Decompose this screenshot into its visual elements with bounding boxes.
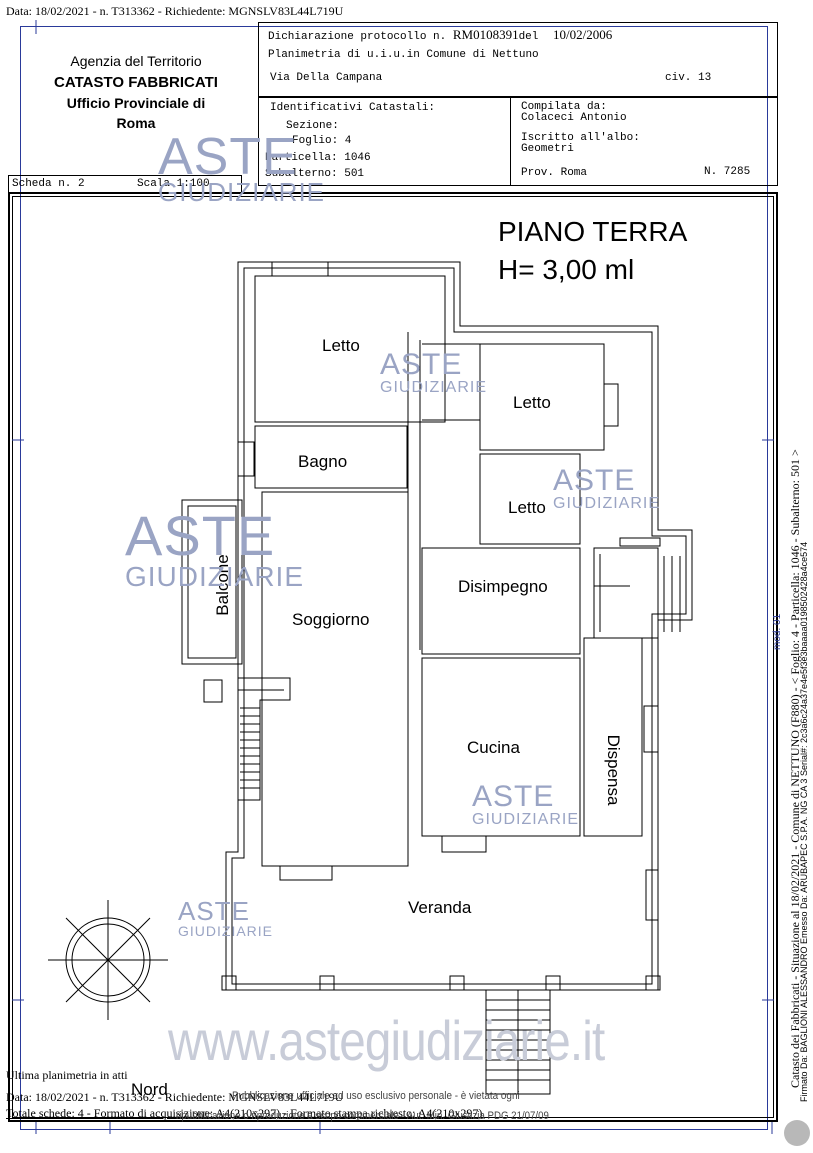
identifiers-divider <box>510 96 511 186</box>
protocol-number: RM0108391 <box>452 27 519 42</box>
north-compass <box>48 900 168 1020</box>
subalterno: Subalterno: 501 <box>265 168 365 180</box>
watermark-site: www.astegiudiziarie.it <box>168 1009 605 1072</box>
address: Via Della Campana <box>270 72 383 84</box>
plan-frame-inner <box>12 196 774 1118</box>
seal-icon <box>784 1120 810 1146</box>
catasto-fabbricati: CATASTO FABBRICATI <box>54 74 218 91</box>
albo-name: Geometri <box>521 143 574 155</box>
watermark-aste-5: ASTE GIUDIZIARIE <box>472 780 580 828</box>
totale-schede: Totale schede: 4 - Formato di acquisizio… <box>6 1106 483 1120</box>
room-soggiorno: Soggiorno <box>292 610 370 629</box>
ufficio-provinciale: Ufficio Provinciale di <box>66 95 206 111</box>
register-number: N. 7285 <box>704 166 751 178</box>
room-letto-2: Letto <box>513 393 551 412</box>
plan-height: H= 3,00 ml <box>498 254 635 285</box>
watermark-aste-1: ASTE GIUDIZIARIE <box>158 128 326 207</box>
planimetria-line: Planimetria di u.i.u.in Comune di Nettun… <box>268 49 539 61</box>
publication-notice-1: Pubblicazione ufficiale ad uso esclusivo… <box>232 1090 520 1102</box>
watermark-aste-6: ASTE GIUDIZIARIE <box>178 896 274 939</box>
sheet-frame <box>20 26 768 1130</box>
watermark-aste-4: ASTE GIUDIZIARIE <box>553 464 661 512</box>
identifiers-box <box>258 96 778 186</box>
side-firmato-text: Firmato Da: BAGLIONI ALESSANDRO Emesso D… <box>799 541 809 1102</box>
del-label: del <box>518 31 539 43</box>
compiler-name: Colaceci Antonio <box>521 112 627 124</box>
agency-block: Agenzia del Territorio CATASTO FABBRICAT… <box>20 50 252 134</box>
bottom-request-line: Data: 18/02/2021 - n. T313362 - Richiede… <box>6 1090 344 1104</box>
agency-name: Agenzia del Territorio <box>70 53 202 69</box>
protocol-box <box>258 22 778 98</box>
scale: Scala 1:100 <box>137 178 210 190</box>
watermark-aste-3: ASTE GIUDIZIARIE <box>125 504 305 592</box>
room-dispensa: Dispensa <box>604 734 623 806</box>
plan-title: PIANO TERRA <box>498 216 688 247</box>
sezione: Sezione: <box>286 120 339 132</box>
ufficio-city: Roma <box>116 115 156 131</box>
room-bagno: Bagno <box>298 452 348 471</box>
compilata-label: Compilata da: <box>521 101 607 113</box>
civic-number: civ. 13 <box>665 72 712 84</box>
particella: Particella: 1046 <box>265 152 371 164</box>
foglio: Foglio: 4 <box>292 135 352 147</box>
iscritto-label: Iscritto all'albo: <box>521 132 640 144</box>
scheda-number: Scheda n. 2 <box>12 178 85 190</box>
ultima-planimetria: Ultima planimetria in atti <box>6 1068 128 1082</box>
room-letto-3: Letto <box>508 498 546 517</box>
room-disimpegno: Disimpegno <box>458 577 548 596</box>
room-letto-1: Letto <box>322 336 360 355</box>
side-mod-tag: mod. 01 <box>772 613 783 650</box>
top-request-line: Data: 18/02/2021 - n. T313362 - Richiede… <box>6 4 344 18</box>
identificativi-label: Identificativi Catastali: <box>270 102 436 114</box>
protocol-date: 10/02/2006 <box>553 27 613 42</box>
publication-notice-2: ripubblicazione o riproduzione a scopo c… <box>176 1110 549 1122</box>
plan-frame-outer <box>8 192 778 1122</box>
dichiarazione-label: Dichiarazione protocollo n. <box>268 31 447 43</box>
province: Prov. Roma <box>521 167 588 179</box>
protocol-line: Dichiarazione protocollo n. RM0108391del… <box>268 27 612 43</box>
compass-nord: Nord <box>131 1080 168 1099</box>
room-veranda: Veranda <box>408 898 472 917</box>
room-cucina: Cucina <box>467 738 520 757</box>
watermark-aste-2: ASTE GIUDIZIARIE <box>380 348 488 396</box>
